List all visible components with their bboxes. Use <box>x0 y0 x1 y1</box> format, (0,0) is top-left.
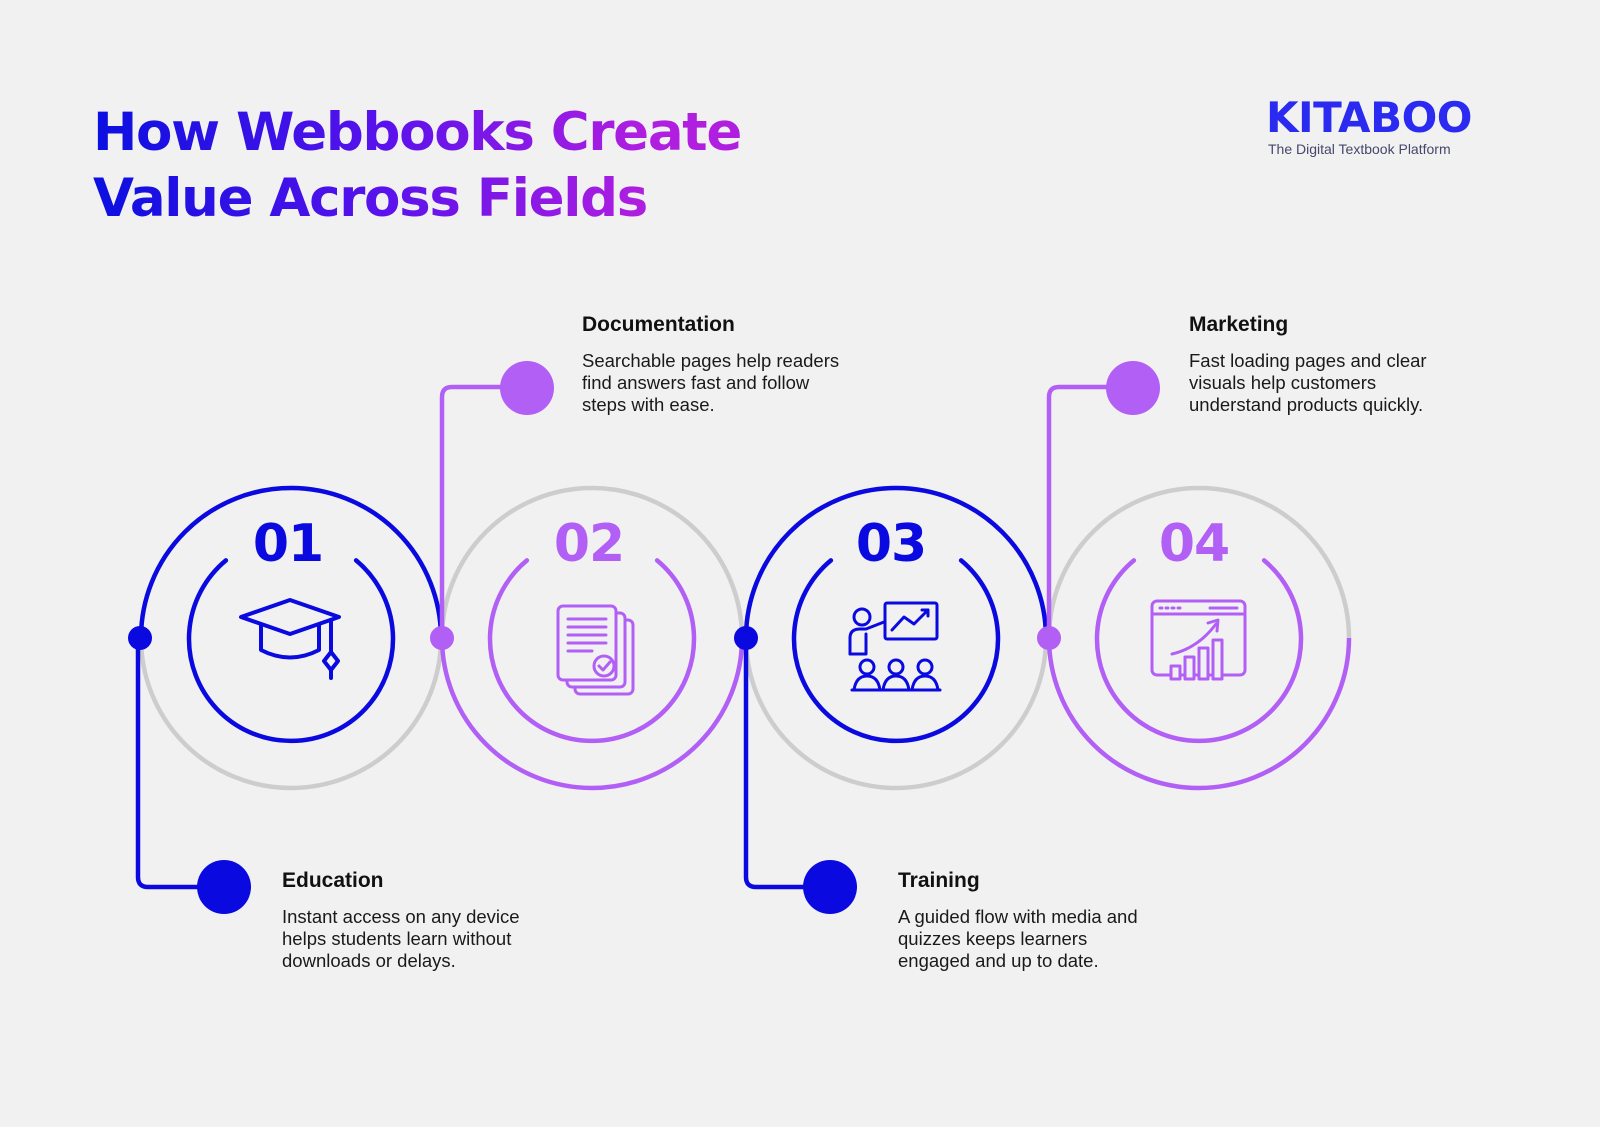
step-04-inner-arc <box>1094 558 1304 744</box>
step-04-junction-dot <box>1037 626 1061 650</box>
step-03-ring: 03 <box>743 485 1049 791</box>
step-01-ring: 01 <box>138 485 444 791</box>
step-03-number: 03 <box>856 514 926 574</box>
logo-tagline: The Digital Textbook Platform <box>1268 141 1451 157</box>
graduation-cap-icon <box>239 598 341 680</box>
documents-checkmark-icon <box>556 604 635 696</box>
connector-01 <box>128 626 251 914</box>
step-04-outer-track <box>1046 485 1352 639</box>
step-02-inner-arc <box>487 558 697 744</box>
kitaboo-logo: KITABOO The Digital Textbook Platform <box>1266 93 1473 158</box>
step-02-number: 02 <box>554 514 624 574</box>
step-01-inner-arc <box>186 558 396 744</box>
presenter-audience-icon <box>848 601 942 692</box>
step-02-outer-arc <box>439 637 745 791</box>
step-02-outer-track <box>439 485 745 639</box>
step-03-end-dot <box>803 860 857 914</box>
step-01-title: Education <box>282 869 384 892</box>
step-01-number: 01 <box>253 514 323 574</box>
browser-growth-chart-icon <box>1150 599 1247 681</box>
step-03-inner-arc <box>791 558 1001 744</box>
step-04-description: Fast loading pages and clear visuals hel… <box>1189 350 1427 415</box>
logo-wordmark: KITABOO <box>1266 93 1473 142</box>
step-02-ring: 02 <box>439 485 745 791</box>
step-03-title: Training <box>898 869 980 892</box>
step-01-end-dot <box>197 860 251 914</box>
step-02-description: Searchable pages help readers find answe… <box>582 350 840 415</box>
step-01-text: Education Instant access on any device h… <box>282 869 542 972</box>
step-03-text: Training A guided flow with media and qu… <box>898 869 1158 972</box>
step-03-junction-dot <box>734 626 758 650</box>
step-04-end-dot <box>1106 361 1160 415</box>
step-04-outer-arc <box>1046 637 1352 791</box>
step-02-junction-dot <box>430 626 454 650</box>
connector-02 <box>430 361 554 650</box>
step-03-description: A guided flow with media and quizzes kee… <box>898 906 1138 971</box>
step-04-number: 04 <box>1159 514 1229 574</box>
step-04-title: Marketing <box>1189 313 1289 336</box>
step-01-description: Instant access on any device helps stude… <box>282 906 520 971</box>
step-01-outer-arc <box>138 485 444 639</box>
step-01-junction-dot <box>128 626 152 650</box>
connector-03 <box>734 626 857 914</box>
step-02-title: Documentation <box>582 313 735 336</box>
step-04-ring: 04 <box>1046 485 1352 791</box>
step-04-text: Marketing Fast loading pages and clear v… <box>1189 313 1449 416</box>
step-03-outer-arc <box>743 485 1049 639</box>
step-02-text: Documentation Searchable pages help read… <box>582 313 842 416</box>
step-02-end-dot <box>500 361 554 415</box>
connector-04 <box>1037 361 1160 650</box>
